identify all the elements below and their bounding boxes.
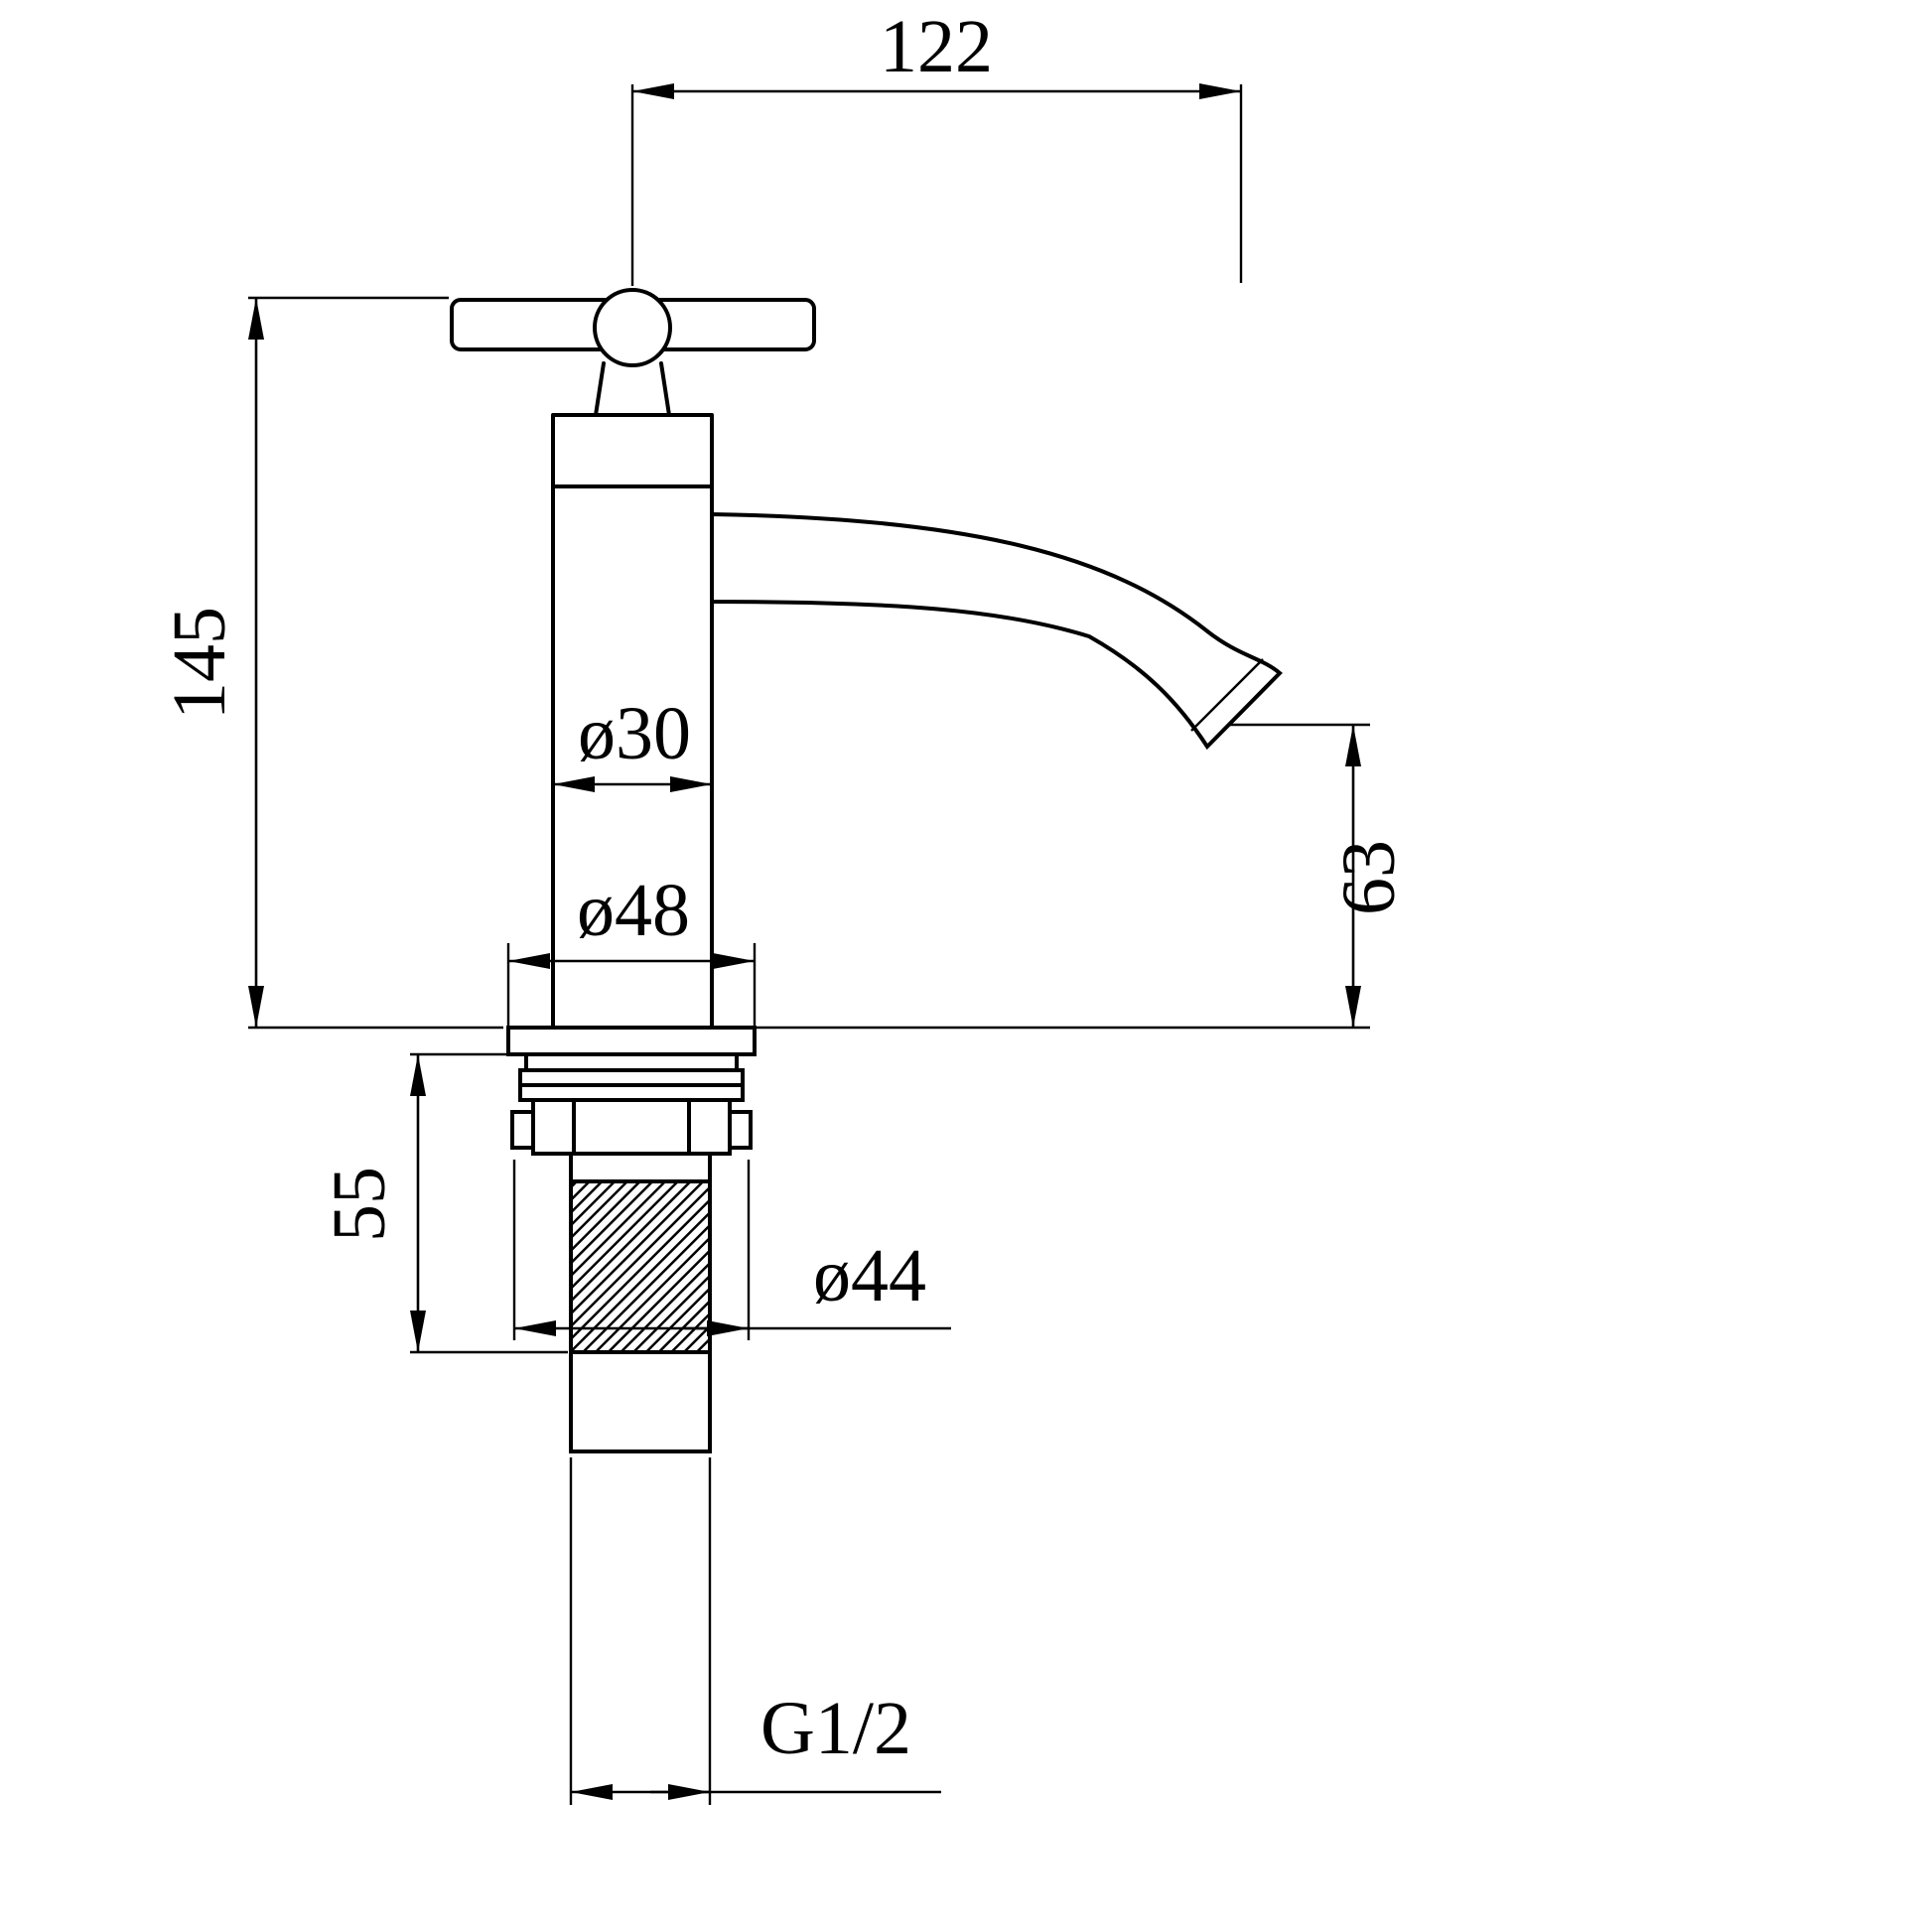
dimension-label-o30: ø30 (578, 692, 691, 775)
threaded-shank (569, 1179, 712, 1354)
dimension-base-diameter: ø48 (506, 869, 757, 1026)
base-flange (506, 1026, 757, 1056)
dimension-label-o48: ø48 (577, 869, 690, 952)
dimension-label-g12: G1/2 (760, 1687, 911, 1770)
dimension-spout-reach: 122 (630, 5, 1243, 286)
spout (710, 511, 1283, 751)
lower-shank (569, 1350, 712, 1453)
dimension-label-55: 55 (318, 1167, 401, 1242)
dimension-shank-length: 55 (318, 1052, 568, 1354)
spout-outlet-rim (1190, 658, 1264, 732)
dimension-label-122: 122 (880, 5, 993, 88)
dimension-thread: G1/2 (569, 1457, 941, 1805)
dimension-locknut-diameter: ø44 (512, 1160, 951, 1340)
locknut-tab-left (510, 1110, 536, 1150)
locknut-tab-right (727, 1110, 753, 1150)
dimension-label-63: 63 (1327, 840, 1411, 915)
dimension-label-145: 145 (158, 607, 241, 720)
locknut (531, 1098, 732, 1156)
faucet-outline (450, 288, 1283, 1453)
handle-stem (594, 361, 671, 417)
handle-hub-circle (593, 288, 672, 367)
dimension-body-diameter: ø30 (553, 692, 712, 792)
dimension-spout-outlet-height: 63 (757, 723, 1411, 1030)
dimension-overall-height: 145 (158, 296, 503, 1030)
shank-neck (569, 1152, 712, 1183)
dimension-label-o44: ø44 (813, 1234, 926, 1317)
base-washer (524, 1052, 739, 1072)
valve-body (551, 413, 714, 1030)
